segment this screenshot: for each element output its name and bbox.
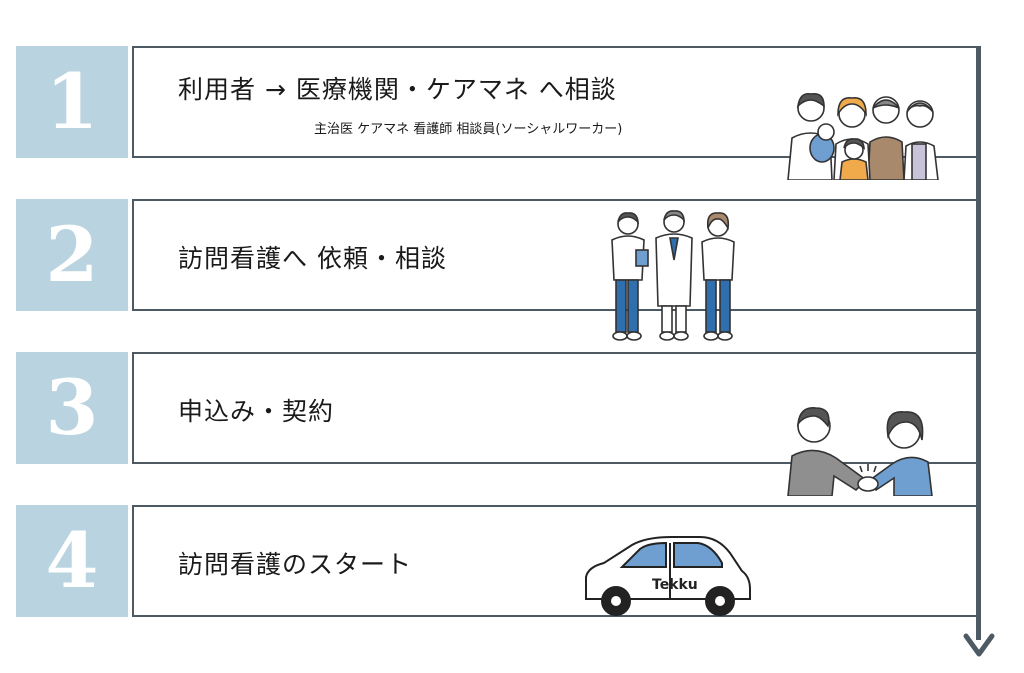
flow-arrow-line bbox=[976, 46, 981, 640]
step-number-box: 1 bbox=[16, 46, 128, 158]
step-number-box: 2 bbox=[16, 199, 128, 311]
step-content-box: 申込み・契約 bbox=[132, 352, 978, 464]
step-title: 申込み・契約 bbox=[178, 397, 335, 426]
step-2: 2 訪問看護へ 依頼・相談 bbox=[16, 199, 978, 311]
car-icon: Tekku bbox=[585, 536, 751, 616]
step-number-box: 3 bbox=[16, 352, 128, 464]
car-label: Tekku bbox=[652, 577, 698, 593]
medical-staff-icon bbox=[611, 210, 735, 341]
step-number: 4 bbox=[45, 516, 99, 605]
step-title: 利用者 → 医療機関・ケアマネ へ相談 bbox=[178, 75, 617, 104]
arrow-down-icon bbox=[963, 633, 995, 657]
step-subtitle: 主治医 ケアマネ 看護師 相談員(ソーシャルワーカー) bbox=[314, 122, 623, 137]
step-content-box: 利用者 → 医療機関・ケアマネ へ相談 主治医 ケアマネ 看護師 相談員(ソーシ… bbox=[132, 46, 978, 158]
step-content-box: 訪問看護へ 依頼・相談 bbox=[132, 199, 978, 311]
step-title: 訪問看護へ 依頼・相談 bbox=[178, 244, 447, 273]
handshake-icon bbox=[787, 407, 933, 496]
step-number-box: 4 bbox=[16, 505, 128, 617]
step-title: 訪問看護のスタート bbox=[178, 550, 413, 579]
step-3: 3 申込み・契約 bbox=[16, 352, 978, 464]
family-icon bbox=[787, 92, 939, 180]
step-4: 4 訪問看護のスタート bbox=[16, 505, 978, 617]
step-1: 1 利用者 → 医療機関・ケアマネ へ相談 主治医 ケアマネ 看護師 相談員(ソ… bbox=[16, 46, 978, 158]
step-number: 3 bbox=[45, 363, 99, 452]
step-number: 2 bbox=[45, 210, 99, 299]
step-content-box: 訪問看護のスタート bbox=[132, 505, 978, 617]
step-number: 1 bbox=[45, 57, 99, 146]
